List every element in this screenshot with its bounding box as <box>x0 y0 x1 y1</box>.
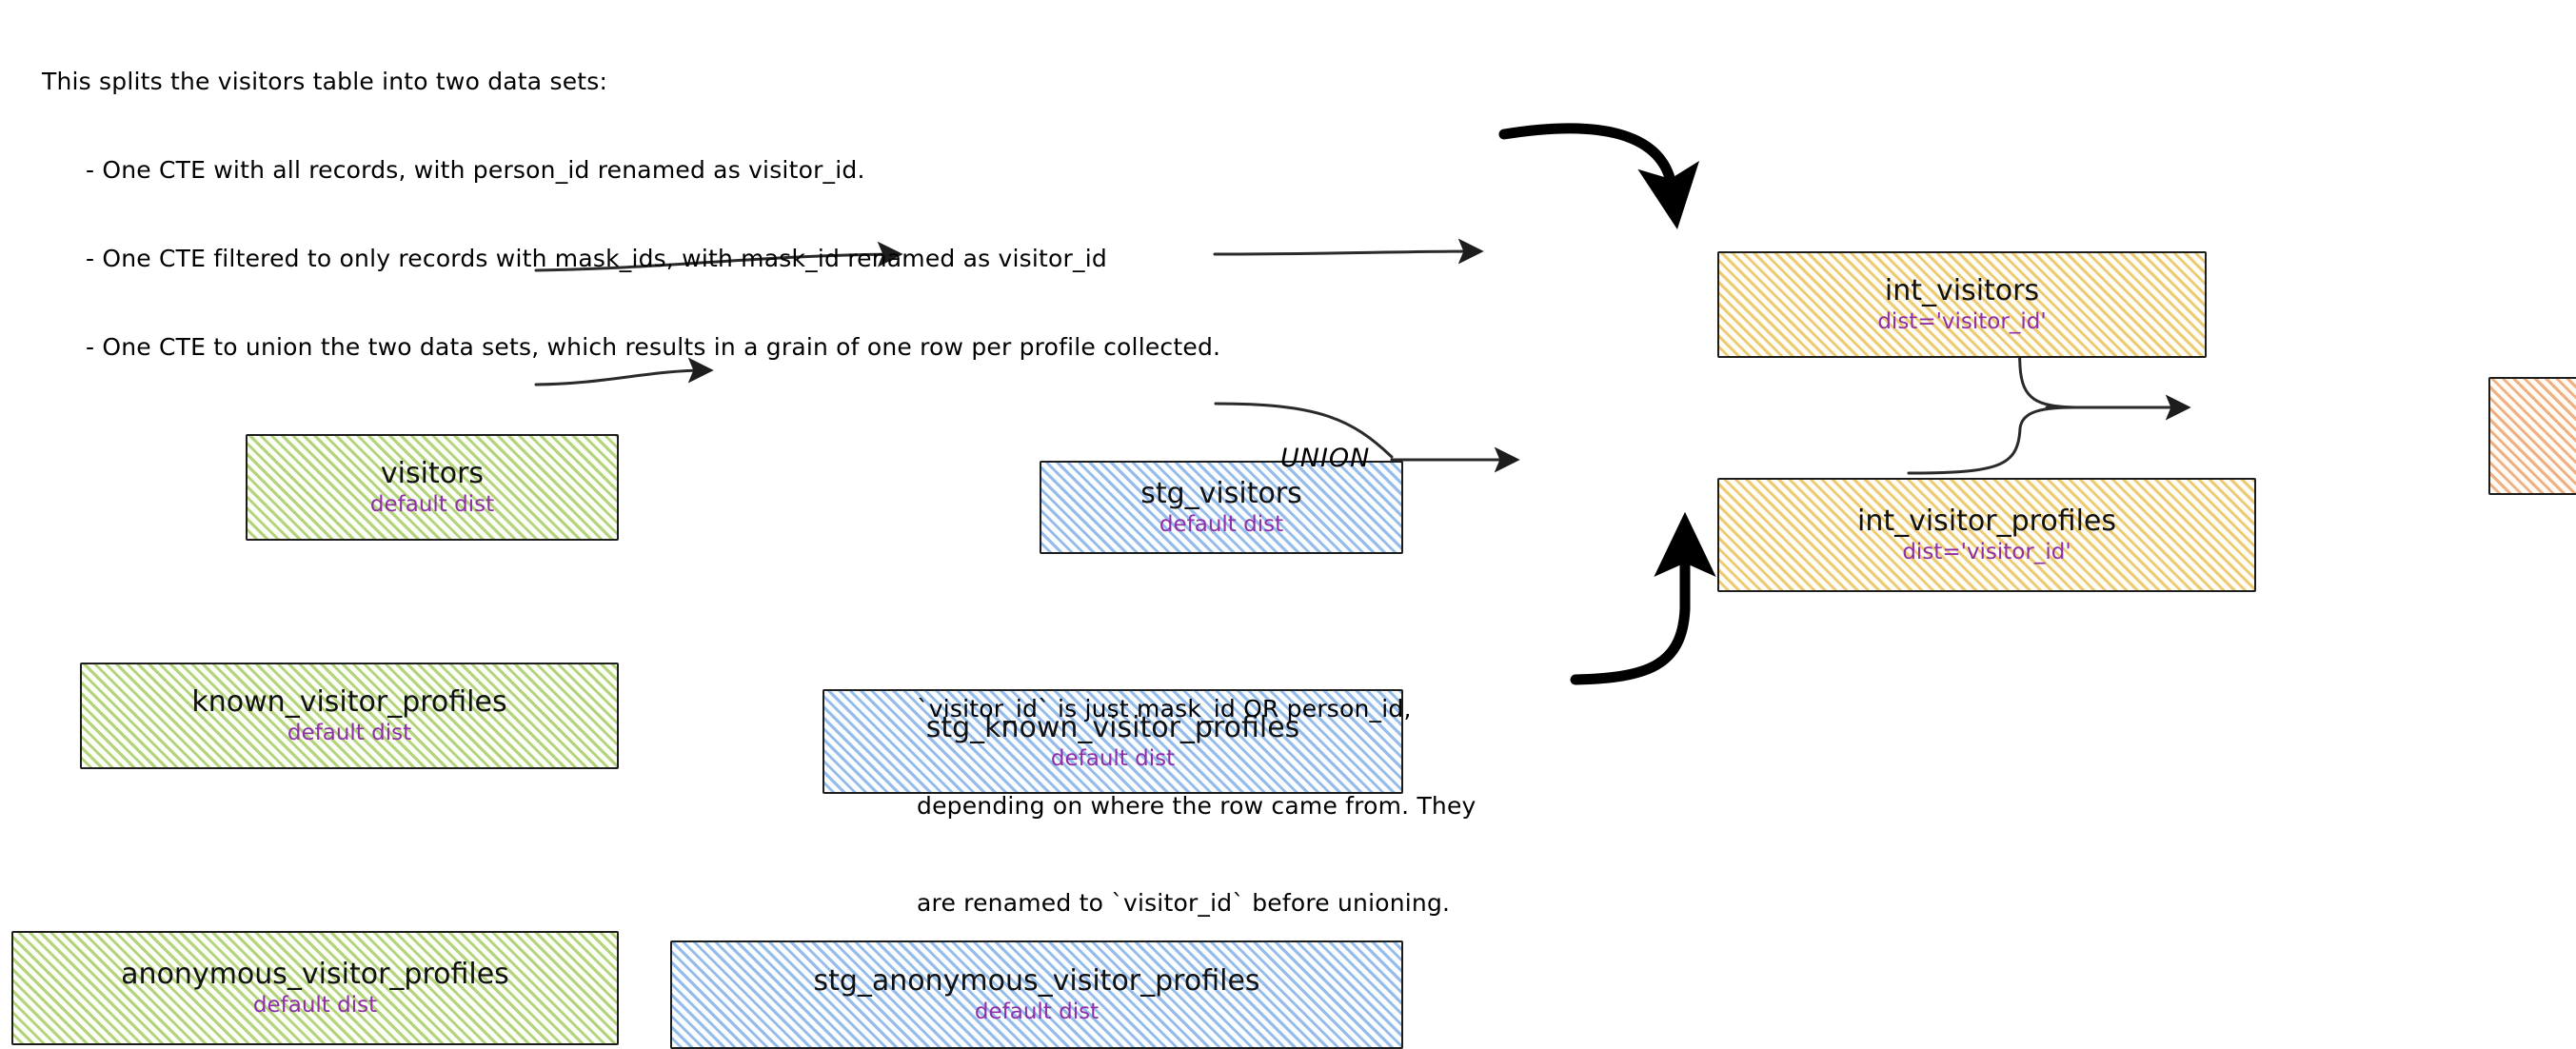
node-dist-label: default dist <box>287 720 412 745</box>
top-note-line-4: - One CTE to union the two data sets, wh… <box>86 333 1221 361</box>
edge-stg_known_visitor_profiles-to-union <box>1214 402 1394 459</box>
node-title: known_visitor_profiles <box>191 685 507 720</box>
node-dist-label: default dist <box>369 491 495 517</box>
top-note-line-3: - One CTE filtered to only records with … <box>86 245 1107 272</box>
node-dist-label: dist='visitor_id' <box>1902 539 2071 564</box>
union-label: UNION <box>1280 444 1371 473</box>
top-annotation-text: This splits the visitors table into two … <box>42 8 1220 391</box>
annotation-arrow-bottom <box>1570 511 1716 685</box>
node-title: visitors <box>380 457 485 491</box>
annotation-arrows <box>1498 123 1716 685</box>
node-dist-label: default dist <box>974 999 1100 1024</box>
bottom-annotation-text: `visitor_id` is just mask_id OR person_i… <box>917 628 1476 952</box>
node-title: stg_visitors <box>1140 477 1302 511</box>
edge-visitors-to-stg_visitors <box>534 241 903 272</box>
node-dist-label: dist='visitor_id' <box>1877 308 2047 334</box>
node-dist-label: default dist <box>1159 511 1284 537</box>
node-title: stg_anonymous_visitor_profiles <box>813 964 1260 999</box>
top-note-line-1: This splits the visitors table into two … <box>42 68 608 95</box>
node-title: int_visitors <box>1884 274 2040 308</box>
edge-stg_visitors-to-int_visitors <box>1213 238 1484 265</box>
bottom-note-line-1: `visitor_id` is just mask_id OR person_i… <box>917 695 1412 722</box>
node-dist-label: default dist <box>252 992 378 1018</box>
node-title: stg_known_visitor_profiles <box>925 711 1300 745</box>
edge-known_visitor_profiles-to-stg_known_visitor_profiles <box>534 357 714 386</box>
bottom-note-line-3: are renamed to `visitor_id` before union… <box>917 889 1451 917</box>
node-title: int_visitor_profiles <box>1856 505 2116 539</box>
annotation-arrow-top <box>1498 123 1700 229</box>
edge-int_visitor_profiles-to-dim_all_visitors <box>1907 406 2077 475</box>
bottom-note-line-2: depending on where the row came from. Th… <box>917 792 1476 820</box>
node-title: anonymous_visitor_profiles <box>121 958 509 992</box>
node-dim_all_visitors[interactable]: dim_all_visitors <box>2488 377 2576 495</box>
top-note-line-2: - One CTE with all records, with person_… <box>86 156 865 184</box>
